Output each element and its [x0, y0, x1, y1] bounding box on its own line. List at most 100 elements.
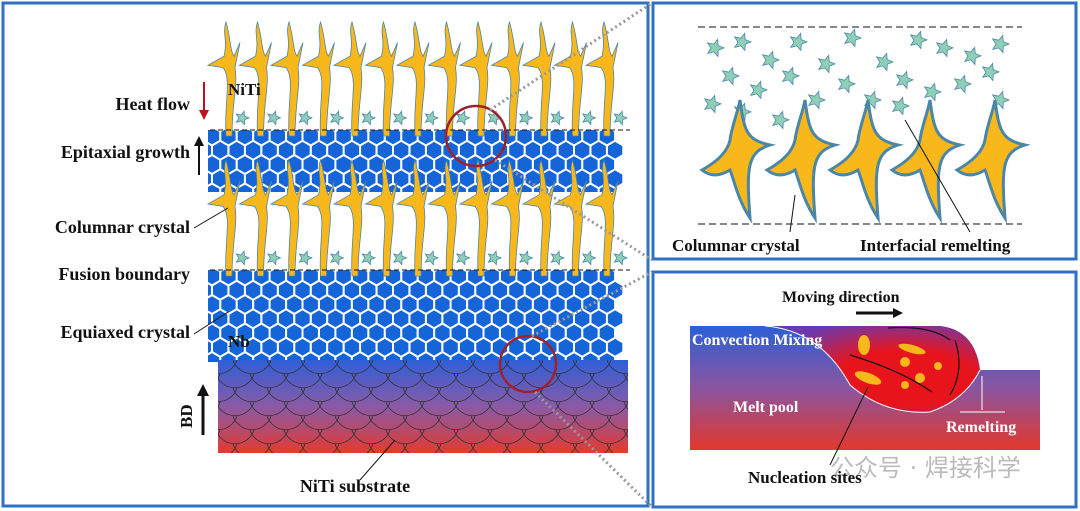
- hexagon: [295, 310, 310, 328]
- hexagon: [328, 338, 343, 356]
- epitaxial-growth-arrow: [194, 136, 204, 175]
- hexagon: [197, 367, 211, 384]
- scale-arc: [317, 401, 357, 417]
- hexagon: [361, 338, 376, 356]
- scale-arc: [470, 415, 510, 431]
- hexagon: [476, 310, 491, 328]
- hexagon: [517, 353, 532, 362]
- hexagon: [213, 141, 228, 159]
- hexagon: [451, 270, 466, 285]
- dendrite: [364, 158, 398, 277]
- nucleation-sites-label: Nucleation sites: [748, 468, 862, 487]
- hexagon: [492, 281, 508, 299]
- hexagon: [336, 130, 351, 145]
- hexagon: [484, 296, 499, 313]
- hexagon: [533, 353, 549, 362]
- hexagon: [550, 270, 565, 285]
- hexagon: [517, 324, 532, 342]
- scale-arc: [385, 401, 425, 417]
- hexagon: [270, 130, 285, 145]
- hexagon: [435, 324, 450, 342]
- hexagon: [509, 141, 524, 159]
- scale-arc: [266, 387, 306, 403]
- scale-arc: [300, 360, 340, 375]
- small-dendrite: [266, 110, 282, 126]
- hexagon: [410, 338, 425, 356]
- hexagon: [550, 296, 565, 313]
- hexagon: [287, 353, 302, 362]
- hexagon: [426, 170, 442, 188]
- heat-flow-label: Heat flow: [116, 94, 190, 114]
- scale-arc: [232, 360, 272, 375]
- scale-arc: [436, 360, 476, 375]
- hexagon: [468, 353, 483, 362]
- hexagon: [229, 281, 244, 299]
- scale-arc: [419, 401, 459, 417]
- hexagon: [369, 324, 384, 342]
- small-dendrite: [581, 110, 597, 126]
- dendrite: [206, 20, 241, 137]
- hexagon: [278, 338, 294, 356]
- nucleation-pointer: [829, 386, 869, 466]
- hexagon: [402, 184, 417, 192]
- hexagon: [394, 310, 409, 328]
- scale-arc: [218, 373, 255, 389]
- hexagon: [550, 130, 565, 145]
- hexagon: [451, 353, 466, 362]
- scale-arc: [419, 373, 459, 389]
- hexagon: [303, 353, 318, 362]
- hexagon: [492, 310, 508, 328]
- moving-direction-label: Moving direction: [782, 289, 900, 306]
- small-dendrite: [361, 110, 377, 126]
- scale-arc: [266, 443, 306, 453]
- hexagon: [213, 338, 228, 356]
- small-dendrite: [706, 38, 726, 58]
- hexagon: [369, 270, 384, 285]
- hexagon: [320, 156, 335, 173]
- dendrite: [458, 158, 493, 277]
- dendrite: [395, 20, 430, 137]
- build-direction-arrow: [197, 384, 209, 435]
- columnar-crystal: [827, 99, 904, 224]
- watermark: 公众号 · 焊接科学: [830, 454, 1021, 482]
- substrate-pointer: [359, 439, 396, 481]
- interfacial-remelting-label: Interfacial remelting: [860, 236, 1011, 255]
- scale-arc: [606, 360, 628, 375]
- hexagon: [566, 353, 582, 362]
- hexagon: [607, 338, 623, 356]
- columnar-crystals-zoom: [699, 99, 1031, 224]
- small-dendrite: [424, 110, 440, 126]
- dendrite: [427, 20, 461, 137]
- scale-arc: [368, 387, 408, 403]
- scale-arc: [504, 360, 544, 375]
- hexagon: [287, 296, 302, 313]
- small-dendrite: [487, 250, 503, 266]
- hexagon: [254, 324, 269, 342]
- hexagon: [566, 324, 582, 342]
- hexagon: [237, 353, 253, 362]
- small-dendrite: [455, 250, 471, 266]
- hexagon: [361, 281, 376, 299]
- scale-arc: [218, 429, 221, 435]
- scale-arc: [572, 415, 612, 431]
- hexagon: [468, 296, 483, 313]
- hexagon: [328, 141, 343, 159]
- hexagon: [245, 310, 261, 328]
- hexagon: [426, 310, 442, 328]
- hexagon: [208, 296, 220, 313]
- hexagon: [599, 156, 615, 173]
- small-dendrite: [875, 52, 895, 72]
- hexagon: [377, 338, 392, 356]
- scale-arc: [300, 415, 340, 431]
- hexagon: [566, 296, 582, 313]
- small-dendrite: [266, 250, 282, 266]
- hexagon: [591, 281, 606, 299]
- hexagon: [254, 296, 269, 313]
- small-dendrite: [909, 30, 929, 50]
- moving-direction-arrow: [856, 308, 903, 318]
- scale-arc: [555, 373, 595, 389]
- small-dendrite: [721, 66, 741, 86]
- hexagon: [599, 296, 615, 313]
- scale-arc: [538, 387, 578, 403]
